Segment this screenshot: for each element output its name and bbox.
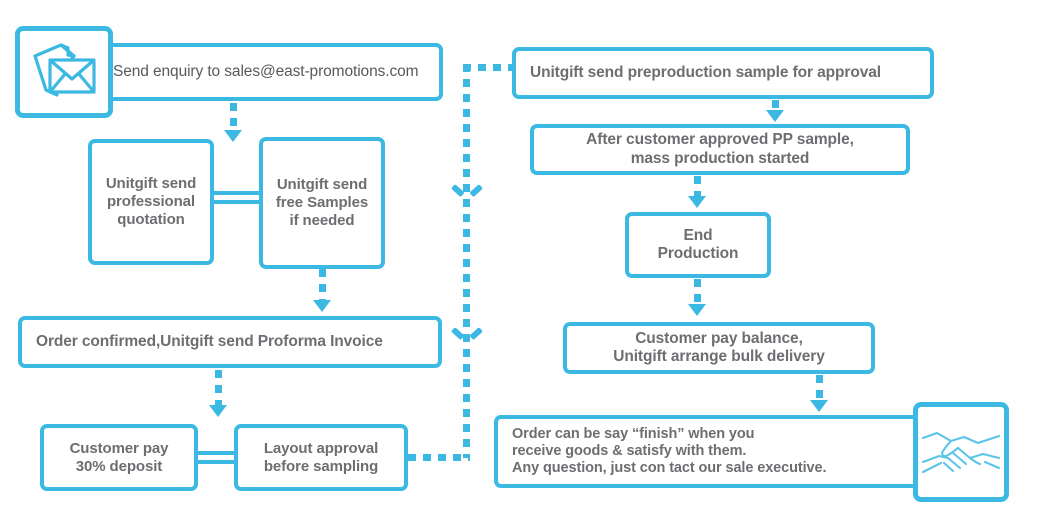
node-end-production[interactable]: End Production (625, 212, 771, 278)
connector-preproduction-to-mass (772, 100, 779, 114)
node-send-enquiry-label: Send enquiry to sales@east-promotions.co… (113, 62, 419, 80)
mail-documents-icon-tile (15, 26, 113, 118)
arrowhead-end-to-balance (688, 304, 706, 316)
connector-mass-to-end (694, 176, 701, 200)
node-mass-production-label: After customer approved PP sample, mass … (586, 131, 854, 167)
node-customer-deposit-label: Customer pay 30% deposit (69, 439, 169, 475)
node-professional-quotation-label: Unitgift send professional quotation (105, 175, 197, 228)
arrowhead-balance-to-finish (810, 400, 828, 412)
node-send-enquiry[interactable]: Send enquiry to sales@east-promotions.co… (95, 43, 443, 101)
node-layout-approval-label: Layout approval before sampling (263, 439, 379, 475)
connector-deposit-layout (194, 451, 238, 464)
mail-documents-icon (33, 43, 96, 97)
connector-end-to-balance (694, 279, 701, 307)
connector-balance-to-finish (816, 375, 823, 403)
connector-quotation-samples (210, 191, 263, 204)
connector-samples-to-order (319, 269, 326, 303)
node-customer-deposit[interactable]: Customer pay 30% deposit (40, 424, 198, 491)
node-pay-balance[interactable]: Customer pay balance, Unitgift arrange b… (563, 322, 875, 374)
node-order-finish-label: Order can be say “finish” when you recei… (512, 425, 827, 477)
arrowhead-preproduction-to-mass (766, 110, 784, 122)
node-preproduction-sample[interactable]: Unitgift send preproduction sample for a… (512, 47, 934, 99)
arrowhead-order-to-deposit (209, 405, 227, 417)
node-order-confirmed[interactable]: Order confirmed,Unitgift send Proforma I… (18, 316, 442, 368)
node-layout-approval[interactable]: Layout approval before sampling (234, 424, 408, 491)
node-preproduction-sample-label: Unitgift send preproduction sample for a… (530, 63, 881, 81)
handshake-icon-tile (913, 402, 1009, 502)
handshake-icon (921, 431, 1001, 474)
connector-vertical-to-preproduction (463, 64, 517, 71)
node-order-confirmed-label: Order confirmed,Unitgift send Proforma I… (36, 332, 383, 350)
node-pay-balance-label: Customer pay balance, Unitgift arrange b… (613, 329, 825, 365)
arrowhead-samples-to-order (313, 300, 331, 312)
connector-layout-to-vertical (408, 454, 470, 461)
node-professional-quotation[interactable]: Unitgift send professional quotation (88, 139, 214, 265)
arrowhead-enquiry-to-samples (224, 130, 242, 142)
node-free-samples-label: Unitgift send free Samples if needed (275, 176, 369, 229)
connector-vertical-return-line (463, 64, 470, 458)
connector-order-to-deposit (215, 370, 222, 408)
node-free-samples[interactable]: Unitgift send free Samples if needed (259, 137, 385, 269)
node-mass-production[interactable]: After customer approved PP sample, mass … (530, 124, 910, 175)
flow-direction-chevron-upper (456, 184, 478, 200)
node-order-finish[interactable]: Order can be say “finish” when you recei… (494, 415, 920, 488)
flow-direction-chevron-lower (456, 327, 478, 343)
node-end-production-label: End Production (657, 226, 739, 262)
arrowhead-mass-to-end (688, 196, 706, 208)
connector-enquiry-to-samples (230, 103, 237, 132)
